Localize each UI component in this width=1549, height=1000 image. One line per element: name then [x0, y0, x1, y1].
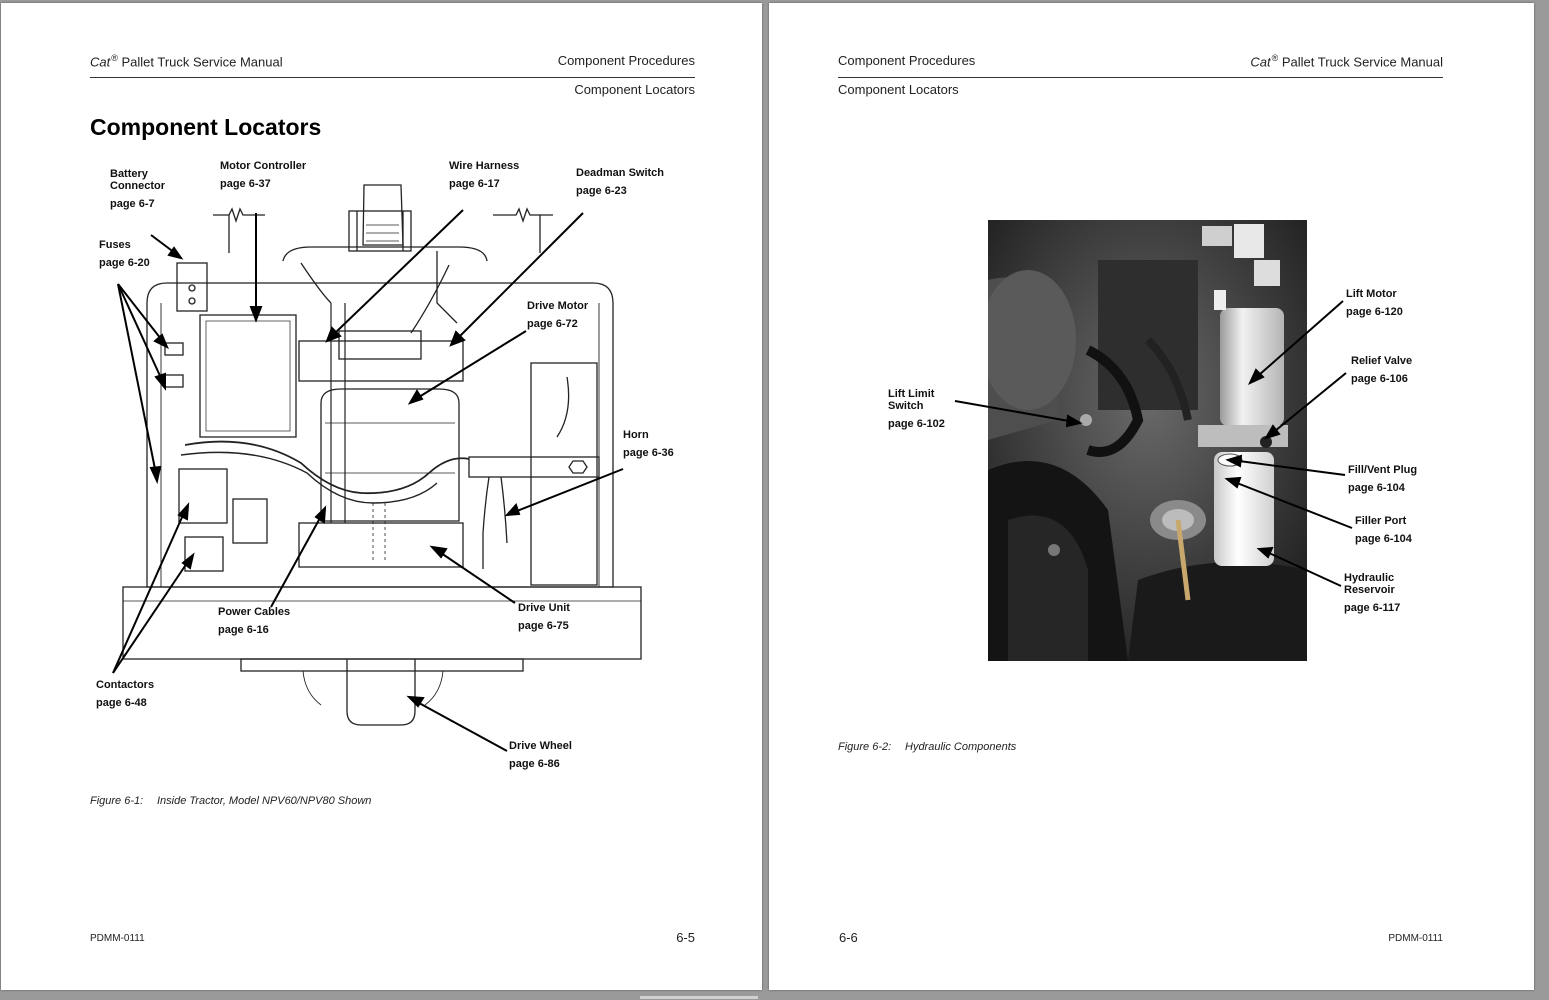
callout-name: Lift Limit — [888, 388, 935, 400]
subheader-section: Component Locators — [574, 82, 695, 97]
callout-page: page 6-75 — [518, 620, 569, 632]
callout-name: Filler Port — [1355, 515, 1407, 527]
header-manual-name: Pallet Truck Service Manual — [1278, 54, 1443, 70]
hydraulic-callout-lines — [954, 300, 1353, 587]
callout-wire-harness: Wire Harness page 6-17 — [449, 159, 519, 192]
header-manual-title: Cat® Pallet Truck Service Manual — [1250, 53, 1443, 69]
right-page: Component Procedures Cat® Pallet Truck S… — [769, 3, 1534, 990]
callout-name: Power Cables — [218, 606, 291, 618]
hydraulic-components-photo — [988, 220, 1307, 661]
callout-name: Deadman Switch — [576, 167, 665, 179]
header-manual-name: Pallet Truck Service Manual — [117, 54, 283, 70]
callout-page: page 6-37 — [220, 178, 271, 190]
callout-name: Connector — [110, 180, 165, 192]
footer-page-number: 6-5 — [676, 930, 695, 945]
header-rule — [838, 77, 1443, 78]
callout-power-cables: Power Cables page 6-16 — [218, 605, 290, 638]
callout-name: Contactors — [96, 679, 155, 691]
callout-fuses: Fuses page 6-20 — [99, 238, 150, 271]
footer-doc-code: PDMM-0111 — [1388, 933, 1443, 944]
callout-name: Drive Wheel — [509, 740, 572, 752]
callout-contactors: Contactors page 6-48 — [96, 678, 154, 711]
header-manual-title: Cat® Pallet Truck Service Manual — [90, 53, 283, 69]
callout-page: page 6-104 — [1348, 482, 1405, 494]
footer-page-number: 6-6 — [839, 930, 858, 945]
registered-mark: ® — [1271, 53, 1279, 63]
callout-name: Horn — [623, 429, 649, 441]
callout-name: Hydraulic — [1344, 572, 1395, 584]
callout-drive-wheel: Drive Wheel page 6-86 — [509, 739, 572, 772]
callout-lift-limit-switch: Lift Limit Switch page 6-102 — [888, 387, 945, 432]
callout-name: Fuses — [99, 239, 131, 251]
header-brand: Cat — [1250, 54, 1271, 70]
subheader-section: Component Locators — [838, 82, 959, 97]
callout-name: Drive Motor — [527, 300, 589, 312]
callout-fill-vent-plug: Fill/Vent Plug page 6-104 — [1348, 463, 1417, 496]
callout-name: Fill/Vent Plug — [1348, 464, 1418, 476]
callout-name: Drive Unit — [518, 602, 570, 614]
horizontal-scrollbar-thumb[interactable] — [640, 996, 758, 999]
header-section: Component Procedures — [557, 53, 695, 68]
callout-page: page 6-36 — [623, 447, 674, 459]
left-page: Cat® Pallet Truck Service Manual Compone… — [1, 3, 762, 990]
callout-page: page 6-86 — [509, 758, 560, 770]
callout-page: page 6-7 — [110, 198, 155, 210]
callout-horn: Horn page 6-36 — [623, 428, 674, 461]
header-rule — [90, 77, 695, 78]
figure-caption: Figure 6-2: Hydraulic Components — [838, 741, 1016, 753]
figure-title: Hydraulic Components — [905, 741, 1017, 753]
callout-name: Reservoir — [1344, 584, 1395, 596]
callout-name: Lift Motor — [1346, 288, 1397, 300]
callout-page: page 6-120 — [1346, 306, 1403, 318]
callout-name: Relief Valve — [1351, 355, 1413, 367]
tractor-diagram — [112, 184, 642, 752]
callout-name: Wire Harness — [449, 160, 520, 172]
figure-number: Figure 6-1: — [90, 795, 144, 807]
page-title: Component Locators — [90, 114, 322, 140]
registered-mark: ® — [111, 53, 118, 63]
callout-name: Battery — [110, 168, 148, 180]
callout-relief-valve: Relief Valve page 6-106 — [1351, 354, 1412, 387]
callout-lift-motor: Lift Motor page 6-120 — [1346, 287, 1403, 320]
callout-drive-motor: Drive Motor page 6-72 — [527, 299, 588, 332]
callout-page: page 6-16 — [218, 624, 269, 636]
callout-name: Switch — [888, 400, 924, 412]
callout-page: page 6-106 — [1351, 373, 1408, 385]
callout-page: page 6-117 — [1344, 602, 1401, 614]
callout-deadman-switch: Deadman Switch page 6-23 — [576, 166, 664, 199]
callout-battery-connector: Battery Connector page 6-7 — [110, 167, 165, 212]
figure-number: Figure 6-2: — [838, 741, 892, 753]
figure-title: Inside Tractor, Model NPV60/NPV80 Shown — [157, 795, 372, 807]
figure-caption: Figure 6-1: Inside Tractor, Model NPV60/N… — [90, 795, 371, 807]
callout-filler-port: Filler Port page 6-104 — [1355, 514, 1412, 547]
header-brand: Cat — [90, 54, 111, 70]
callout-name: Motor Controller — [220, 160, 307, 172]
callout-page: page 6-20 — [99, 257, 150, 269]
callout-hydraulic-reservoir: Hydraulic Reservoir page 6-117 — [1344, 571, 1400, 616]
callout-page: page 6-104 — [1355, 533, 1412, 545]
hydraulic-photo-rendering — [988, 220, 1307, 661]
callout-page: page 6-72 — [527, 318, 578, 330]
header-section: Component Procedures — [838, 53, 976, 68]
callout-page: page 6-102 — [888, 418, 945, 430]
callout-page: page 6-48 — [96, 697, 147, 709]
footer-doc-code: PDMM-0111 — [90, 933, 145, 944]
callout-page: page 6-17 — [449, 178, 500, 190]
callout-page: page 6-23 — [576, 185, 627, 197]
callout-motor-controller: Motor Controller page 6-37 — [220, 159, 306, 192]
callout-drive-unit: Drive Unit page 6-75 — [518, 601, 570, 634]
